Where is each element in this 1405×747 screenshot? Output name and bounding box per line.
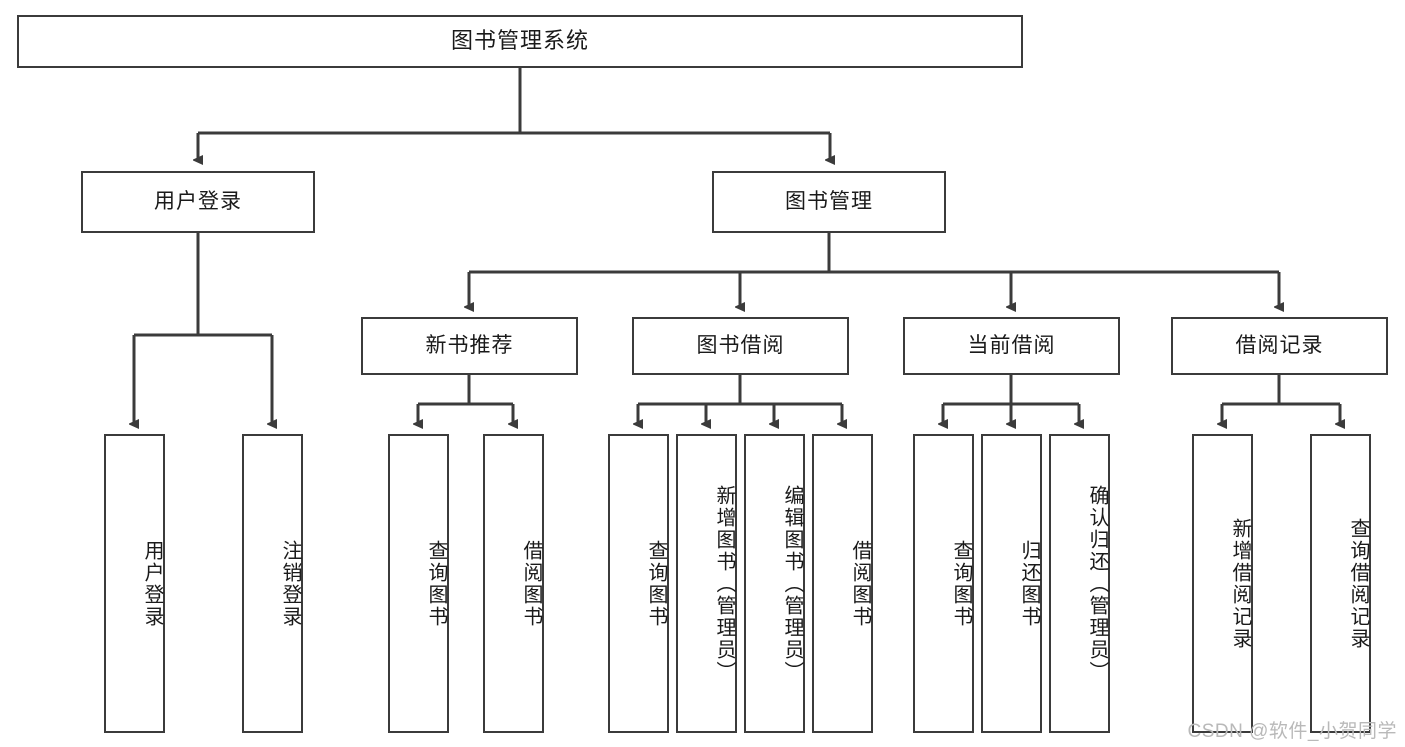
leaf-query-book-current[interactable]: 查询图书	[913, 434, 974, 733]
node-label: 查询借阅记录	[1347, 517, 1369, 650]
node-label: 图书管理系统	[450, 28, 589, 54]
node-root-book-management-system[interactable]: 图书管理系统	[17, 15, 1023, 68]
node-label: 借阅记录	[1235, 334, 1324, 358]
leaf-logout-login[interactable]: 注销登录	[242, 434, 303, 733]
node-new-book-recommend[interactable]: 新书推荐	[361, 317, 578, 375]
node-label: 查询图书	[425, 539, 447, 628]
leaf-edit-book-admin[interactable]: 编辑图书（管理员）	[744, 434, 805, 733]
leaf-return-book[interactable]: 归还图书	[981, 434, 1042, 733]
node-book-borrow[interactable]: 图书借阅	[632, 317, 849, 375]
leaf-borrow-book[interactable]: 借阅图书	[812, 434, 873, 733]
node-label: 用户登录	[141, 539, 163, 628]
node-label: 借阅图书	[849, 539, 871, 628]
leaf-confirm-return-admin[interactable]: 确认归还（管理员）	[1049, 434, 1110, 733]
node-current-borrow[interactable]: 当前借阅	[903, 317, 1120, 375]
node-label: 编辑图书（管理员）	[781, 484, 803, 683]
leaf-query-borrow-record[interactable]: 查询借阅记录	[1310, 434, 1371, 733]
node-label: 图书管理	[785, 190, 873, 214]
watermark-text: CSDN @软件_小贺同学	[1187, 721, 1397, 742]
leaf-add-borrow-record[interactable]: 新增借阅记录	[1192, 434, 1253, 733]
leaf-query-book-recommend[interactable]: 查询图书	[388, 434, 449, 733]
node-label: 注销登录	[279, 539, 301, 628]
leaf-query-book-borrow[interactable]: 查询图书	[608, 434, 669, 733]
node-label: 新增借阅记录	[1229, 517, 1251, 650]
node-label: 归还图书	[1018, 539, 1040, 628]
node-label: 新书推荐	[425, 334, 514, 358]
node-label: 新增图书（管理员）	[713, 484, 735, 683]
leaf-borrow-book-recommend[interactable]: 借阅图书	[483, 434, 544, 733]
node-label: 查询图书	[950, 539, 972, 628]
node-borrow-record[interactable]: 借阅记录	[1171, 317, 1388, 375]
node-label: 借阅图书	[520, 539, 542, 628]
node-book-management[interactable]: 图书管理	[712, 171, 946, 233]
node-label: 图书借阅	[696, 334, 785, 358]
node-label: 查询图书	[645, 539, 667, 628]
leaf-user-login[interactable]: 用户登录	[104, 434, 165, 733]
node-user-login[interactable]: 用户登录	[81, 171, 315, 233]
node-label: 当前借阅	[967, 334, 1056, 358]
node-label: 确认归还（管理员）	[1086, 484, 1108, 683]
leaf-add-book-admin[interactable]: 新增图书（管理员）	[676, 434, 737, 733]
node-label: 用户登录	[154, 190, 242, 214]
